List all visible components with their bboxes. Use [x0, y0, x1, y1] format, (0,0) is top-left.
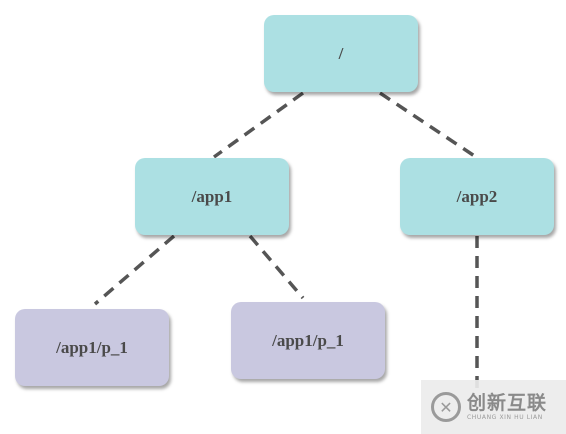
tree-node-app1-child-2: /app1/p_1 [231, 302, 385, 379]
watermark-subtext: CHUANG XIN HU LIAN [467, 414, 543, 421]
brand-logo-icon: ✕ [431, 392, 461, 422]
tree-node-root: / [264, 15, 418, 92]
watermark-brand: 创新互联 [467, 392, 548, 414]
node-label: / [338, 43, 344, 63]
watermark: ✕ 创新互联 CHUANG XIN HU LIAN [421, 380, 566, 434]
node-label: /app1/p_1 [56, 337, 128, 357]
edge-app1-p1a [93, 234, 176, 306]
edge-root-app2 [379, 91, 477, 159]
tree-node-app2: /app2 [400, 158, 554, 235]
tree-node-app1-child-1: /app1/p_1 [15, 309, 169, 386]
edge-app1-p1b [248, 234, 305, 300]
node-label: /app2 [456, 186, 498, 206]
node-label: /app1 [191, 186, 233, 206]
edge-root-app1 [212, 91, 305, 159]
tree-node-app1: /app1 [135, 158, 289, 235]
node-label: /app1/p_1 [272, 330, 344, 350]
